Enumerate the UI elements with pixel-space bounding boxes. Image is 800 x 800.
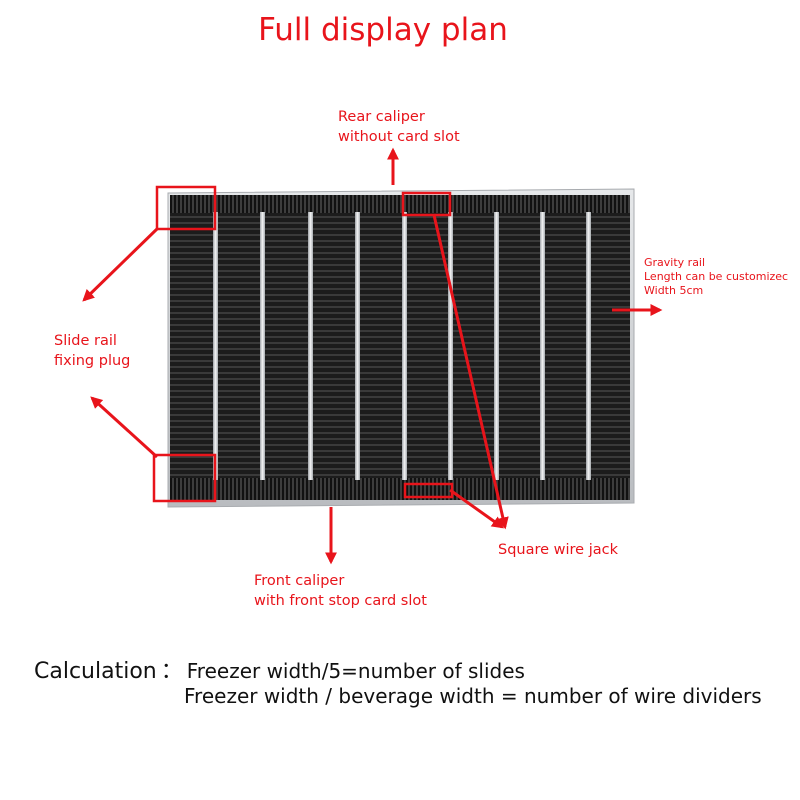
wire-divider (586, 212, 591, 480)
wire-dividers (213, 212, 591, 480)
callout-arrows (82, 147, 663, 565)
calculation-colon: ： (160, 659, 183, 684)
wire-divider (402, 212, 407, 480)
calculation-heading: Calculation (34, 659, 157, 684)
wire-divider (540, 212, 545, 480)
arrow-slide-plug-lower (90, 396, 159, 459)
page-title: Full display plan (258, 12, 508, 48)
arrow-square-jack-upper (432, 214, 509, 530)
wire-divider (448, 212, 453, 480)
slide-rail-plug-label: Slide rail fixing plug (54, 333, 131, 369)
rear-caliper-strip (170, 195, 630, 213)
arrow-slide-plug-upper (82, 226, 160, 302)
wire-divider (213, 212, 218, 480)
slide-panel (170, 195, 630, 500)
callout-box-front-left (152, 453, 217, 503)
square-wire-jack-label: Square wire jack (498, 542, 619, 558)
front-caliper-strip (170, 478, 630, 500)
front-caliper-label: Front caliper with front stop card slot (254, 573, 427, 609)
gravity-rail-label: Gravity rail Length can be customizec Wi… (644, 256, 789, 297)
callout-box-rear-center (401, 191, 452, 217)
rear-caliper-label: Rear caliper without card slot (338, 109, 460, 145)
arrow-square-jack-lower (449, 488, 504, 529)
callout-box-rear-left (155, 185, 217, 231)
wire-divider (260, 212, 265, 480)
calculation-block: Calculation：Freezer width/5=number of sl… (34, 653, 525, 685)
wire-divider (308, 212, 313, 480)
calculation-line-2: Freezer width / beverage width = number … (184, 684, 762, 708)
calculation-line-1: Freezer width/5=number of slides (186, 659, 525, 683)
callout-boxes (152, 185, 454, 503)
wire-divider (355, 212, 360, 480)
wire-divider (494, 212, 499, 480)
